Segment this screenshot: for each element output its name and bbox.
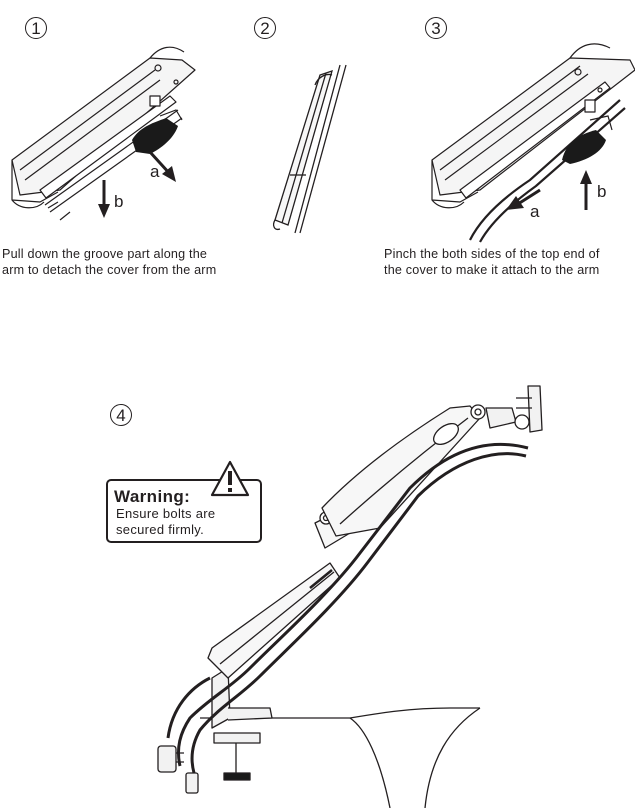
arrow-a-icon xyxy=(148,150,176,182)
step-1-number-text: 1 xyxy=(31,18,41,38)
step-3-arrow-a-label: a xyxy=(530,202,540,221)
step-2-illustration xyxy=(273,64,347,234)
step-1-caption-line-1: Pull down the groove part along the xyxy=(2,247,208,261)
power-plug-icon xyxy=(157,745,199,794)
arrow-a-icon xyxy=(506,188,541,210)
step-1-caption: Pull down the groove part along the arm … xyxy=(2,246,216,278)
warning-text-line-2: secured firmly. xyxy=(116,522,205,537)
hand-grip-shape xyxy=(132,118,178,154)
step-3-caption: Pinch the both sides of the top end of t… xyxy=(384,246,600,278)
step-3-caption-line-2: the cover to make it attach to the arm xyxy=(384,263,600,277)
step-3-number: 3 xyxy=(425,17,447,39)
step-1-illustration xyxy=(11,46,196,221)
step-4-number: 4 xyxy=(110,404,132,426)
step-2-number: 2 xyxy=(254,17,276,39)
warning-triangle-icon xyxy=(210,460,250,497)
step-1-arrow-b-label: b xyxy=(114,192,124,211)
step-1-number: 1 xyxy=(25,17,47,39)
warning-title: Warning: xyxy=(114,487,191,506)
step-2-number-text: 2 xyxy=(260,18,270,38)
step-1-caption-line-2: arm to detach the cover from the arm xyxy=(2,263,217,277)
step-3-caption-line-1: Pinch the both sides of the top end of xyxy=(384,247,600,261)
hand-grip-shape xyxy=(562,130,606,164)
step-3-number-text: 3 xyxy=(431,18,441,38)
arrow-b-icon xyxy=(580,170,592,210)
step-1-arrow-a-label: a xyxy=(150,162,160,181)
warning-text-line-1: Ensure bolts are xyxy=(116,506,216,521)
step-4-number-text: 4 xyxy=(116,405,126,425)
monitor-arm-illustration xyxy=(157,385,543,808)
arrow-b-icon xyxy=(98,180,110,218)
step-3-arrow-b-label: b xyxy=(597,182,607,201)
step-3-illustration xyxy=(431,43,635,243)
